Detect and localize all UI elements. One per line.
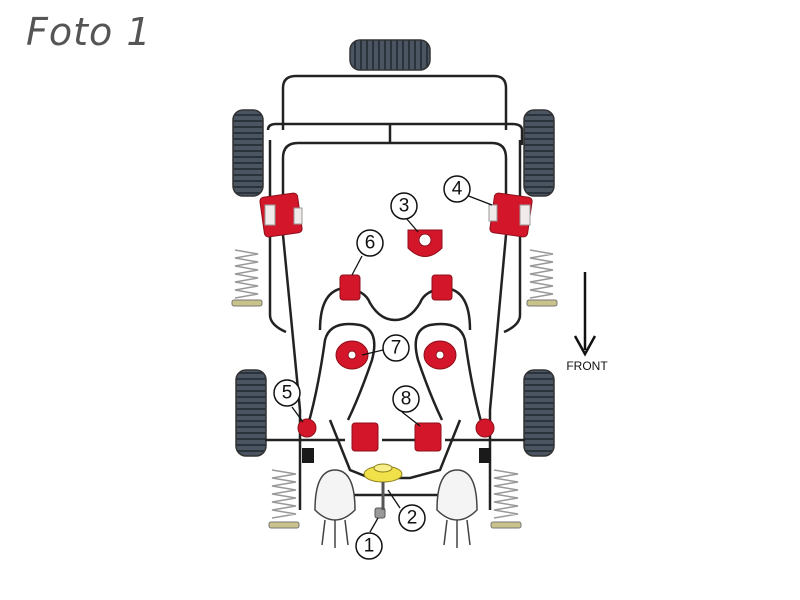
page-title: Foto 1 [26, 10, 152, 54]
spring-seat-rr [490, 521, 522, 529]
callout-7: 7 [382, 334, 410, 362]
bush-6-left [339, 274, 361, 301]
callout-4: 4 [443, 175, 471, 203]
callout-4-label: 4 [452, 179, 463, 200]
differentials [314, 469, 478, 548]
front-arrow: FRONT [566, 272, 608, 373]
front-label: FRONT [566, 359, 608, 373]
damper-left [302, 448, 314, 463]
bush-8-left [351, 422, 379, 452]
mount-2 [363, 463, 403, 510]
bush-1 [374, 507, 386, 519]
bush-6-right [431, 274, 453, 301]
spring-front-left [234, 249, 259, 299]
callout-6-label: 6 [365, 233, 376, 254]
spring-front-right [529, 249, 554, 299]
spring-seat-fl [231, 299, 263, 307]
callout-8: 8 [392, 385, 420, 413]
tyre-rear-left [235, 369, 267, 457]
bush-4-left [259, 192, 303, 238]
callout-7-label: 7 [391, 338, 402, 359]
callout-1: 1 [355, 532, 383, 560]
callout-1-label: 1 [364, 536, 375, 557]
callout-2-label: 2 [407, 508, 418, 529]
callout-3-label: 3 [399, 196, 410, 217]
bush-4-right [488, 192, 533, 238]
tyre-front-right [523, 109, 555, 197]
callout-8-label: 8 [401, 389, 412, 410]
differential-left [314, 469, 356, 521]
coil-springs [234, 249, 554, 519]
callout-3: 3 [390, 192, 418, 220]
bushes [259, 192, 533, 519]
callout-5-label: 5 [282, 383, 293, 404]
tyres [232, 39, 555, 457]
bush-8-right [414, 422, 442, 452]
callout-2: 2 [398, 504, 426, 532]
tyre-front-left [232, 109, 264, 197]
bush-5-left [297, 418, 317, 438]
chassis-frame [265, 74, 525, 510]
spring-seat-fr [526, 299, 558, 307]
callouts: 1 2 3 4 5 6 7 8 [273, 175, 471, 560]
spring-rear-left [271, 469, 297, 519]
damper-right [479, 448, 491, 463]
spring-seat-rl [268, 521, 300, 529]
callout-5: 5 [273, 379, 301, 407]
tyre-top [349, 39, 431, 71]
bush-5-right [475, 418, 495, 438]
callout-6: 6 [356, 229, 384, 257]
tyre-rear-right [523, 369, 555, 457]
spring-rear-right [493, 469, 519, 519]
differential-right [436, 469, 478, 521]
